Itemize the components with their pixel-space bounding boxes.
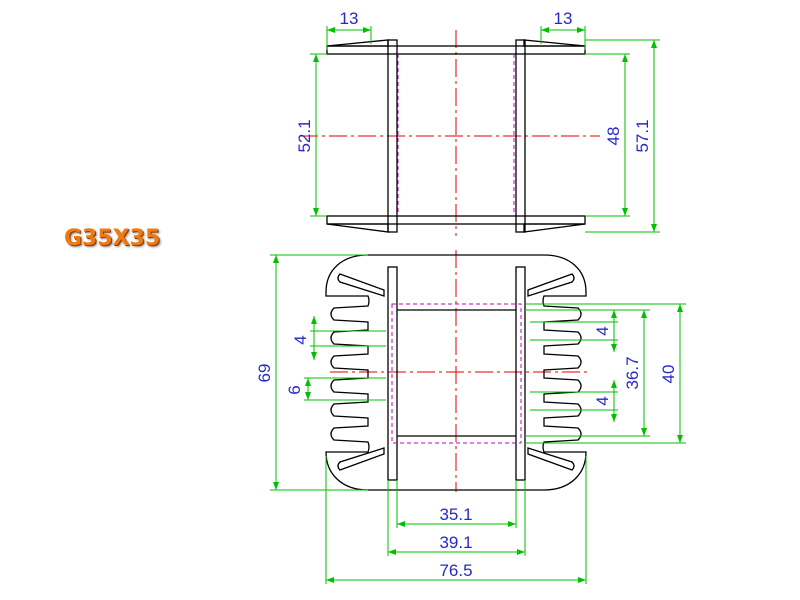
- dim-outer-width: 39.1: [439, 533, 472, 552]
- part-title: G35X35: [64, 226, 161, 251]
- front-right-post: [515, 266, 526, 481]
- bottom-flange-right-taper: [523, 223, 586, 233]
- dim-inner-height: 48: [604, 127, 623, 146]
- dim-right-flange-width: 13: [554, 9, 573, 28]
- dim-total-width: 76.5: [439, 561, 472, 580]
- fin-bottom-left: [337, 447, 385, 471]
- front-view: 69 4 6 4 4 36.7 40 35.1: [255, 250, 686, 584]
- dim-inner-width: 35.1: [439, 505, 472, 524]
- dim-core-height: 40: [659, 365, 678, 384]
- dim-outer-height: 57.1: [633, 119, 652, 152]
- bottom-flange: [326, 215, 586, 225]
- dim-window-height: 36.7: [623, 356, 642, 389]
- hidden-core-outline: [391, 303, 522, 444]
- top-flange-left-taper: [326, 39, 389, 47]
- fin-top-right: [527, 273, 575, 297]
- dim-flange-span: 52.1: [295, 119, 314, 152]
- right-post: [515, 39, 526, 233]
- body-outline: [325, 254, 587, 491]
- dim-pin-pitch: 6: [285, 385, 304, 394]
- fin-top-left: [337, 273, 385, 297]
- top-flange-right-taper: [523, 39, 586, 47]
- dim-pin-width-right-lower: 4: [593, 396, 612, 405]
- fin-bottom-right: [527, 447, 575, 471]
- top-view: 13 13 52.1 48 57.1: [295, 9, 660, 236]
- dim-left-flange-width: 13: [340, 9, 359, 28]
- dim-pin-width-upper: 4: [291, 335, 310, 344]
- bottom-flange-left-taper: [326, 223, 389, 233]
- front-left-post: [387, 266, 398, 481]
- left-post: [387, 39, 398, 233]
- dim-pin-width-right-upper: 4: [593, 326, 612, 335]
- dim-total-height: 69: [255, 364, 274, 383]
